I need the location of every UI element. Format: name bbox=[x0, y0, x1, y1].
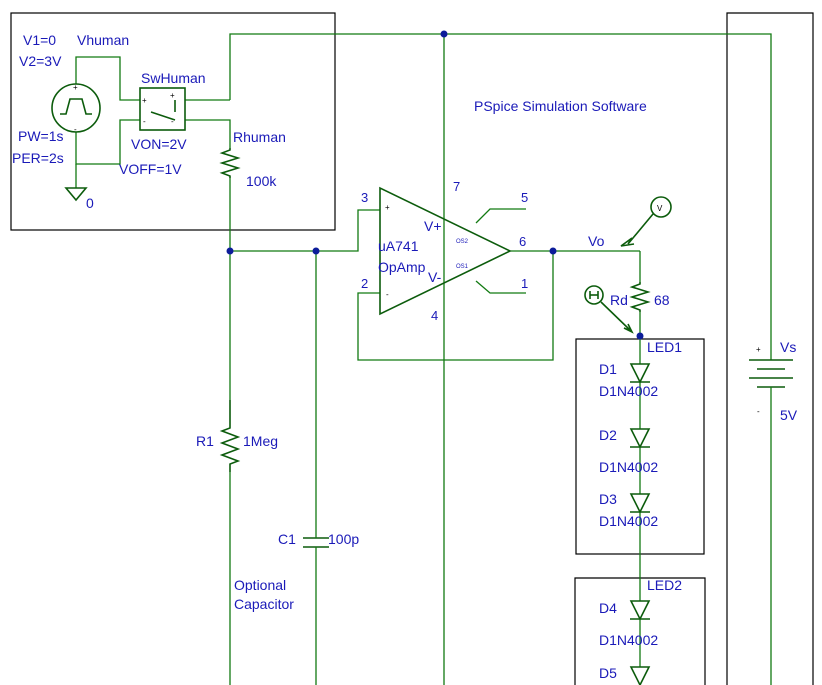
capacitor-c1-symbol[interactable] bbox=[303, 532, 329, 552]
optional-note-line1: Optional bbox=[234, 577, 286, 593]
d1-ref-label: D1 bbox=[599, 361, 617, 377]
pin-7-label: 7 bbox=[453, 179, 460, 194]
switch-plus-in: + bbox=[142, 96, 147, 105]
diode-d4-symbol[interactable] bbox=[629, 600, 651, 621]
vo-net-label: Vo bbox=[588, 233, 605, 249]
opamp-vplus-label: V+ bbox=[424, 218, 442, 234]
ground-icon bbox=[64, 187, 88, 202]
source-v1-label: V1=0 bbox=[23, 32, 56, 48]
source-name-label: Vhuman bbox=[77, 32, 129, 48]
diode-d1-symbol[interactable] bbox=[629, 363, 651, 384]
d4-model-label: D1N4002 bbox=[599, 632, 658, 648]
resistor-rd-symbol[interactable] bbox=[629, 282, 651, 312]
d3-ref-label: D3 bbox=[599, 491, 617, 507]
d3-model-label: D1N4002 bbox=[599, 513, 658, 529]
vs-plus-label: + bbox=[756, 345, 761, 354]
led2-label: LED2 bbox=[647, 577, 682, 593]
diode-d5-symbol[interactable] bbox=[629, 666, 651, 685]
c1-value-label: 100p bbox=[328, 531, 359, 547]
junction-top-rail bbox=[440, 30, 448, 38]
r1-value-label: 1Meg bbox=[243, 433, 278, 449]
d4-ref-label: D4 bbox=[599, 600, 617, 616]
switch-minus-out: - bbox=[171, 117, 174, 126]
rd-name-label: Rd bbox=[610, 292, 628, 308]
voltage-probe-icon[interactable] bbox=[620, 196, 672, 247]
switch-minus-in: - bbox=[143, 117, 146, 126]
resistor-r1-symbol[interactable] bbox=[219, 400, 241, 472]
opamp-in-plus: + bbox=[385, 203, 390, 212]
pulse-source-symbol[interactable]: + - bbox=[51, 83, 101, 134]
d1-model-label: D1N4002 bbox=[599, 383, 658, 399]
rd-value-label: 68 bbox=[654, 292, 670, 308]
current-probe-icon[interactable] bbox=[584, 285, 634, 334]
vs-value-label: 5V bbox=[780, 407, 798, 423]
human-block-frame bbox=[10, 12, 336, 231]
switch-plus-out: + bbox=[170, 91, 175, 100]
opamp-symbol[interactable] bbox=[379, 186, 512, 316]
opamp-os2-label: OS2 bbox=[456, 239, 469, 245]
switch-von-label: VON=2V bbox=[131, 136, 187, 152]
opamp-vminus-label: V- bbox=[428, 269, 442, 285]
pin-5-label: 5 bbox=[521, 190, 528, 205]
voltage-probe-label: V bbox=[657, 204, 663, 213]
r1-name-label: R1 bbox=[196, 433, 214, 449]
diode-d3-symbol[interactable] bbox=[629, 493, 651, 514]
pin-2-label: 2 bbox=[361, 276, 368, 291]
optional-note-line2: Capacitor bbox=[234, 596, 294, 612]
opamp-type-label: OpAmp bbox=[378, 259, 426, 275]
junction-c1-node bbox=[312, 247, 320, 255]
voltage-switch-symbol[interactable] bbox=[139, 87, 186, 131]
pin-6-label: 6 bbox=[519, 234, 526, 249]
rhuman-value-label: 100k bbox=[246, 173, 277, 189]
source-pw-label: PW=1s bbox=[18, 128, 64, 144]
dc-source-vs-symbol[interactable] bbox=[749, 359, 793, 392]
svg-text:+: + bbox=[73, 83, 78, 92]
junction-input-node bbox=[226, 247, 234, 255]
opamp-in-minus: - bbox=[386, 290, 389, 299]
c1-name-label: C1 bbox=[278, 531, 296, 547]
d2-model-label: D1N4002 bbox=[599, 459, 658, 475]
wires bbox=[75, 33, 772, 685]
vs-name-label: Vs bbox=[780, 339, 796, 355]
ground-node-label: 0 bbox=[86, 195, 94, 211]
pin-4-label: 4 bbox=[431, 308, 438, 323]
diode-d2-symbol[interactable] bbox=[629, 428, 651, 449]
d5-ref-label: D5 bbox=[599, 665, 617, 681]
opamp-name-label: uA741 bbox=[378, 238, 419, 254]
source-v2-label: V2=3V bbox=[19, 53, 62, 69]
diagram-title: PSpice Simulation Software bbox=[474, 98, 647, 114]
led1-label: LED1 bbox=[647, 339, 682, 355]
d2-ref-label: D2 bbox=[599, 427, 617, 443]
svg-text:-: - bbox=[74, 125, 77, 134]
supply-block-frame bbox=[726, 12, 814, 685]
switch-name-label: SwHuman bbox=[141, 70, 206, 86]
junction-led-node bbox=[636, 332, 644, 340]
rhuman-name-label: Rhuman bbox=[233, 129, 286, 145]
opamp-os1-label: OS1 bbox=[456, 264, 469, 270]
resistor-rhuman-symbol[interactable] bbox=[219, 148, 241, 178]
pin-1-label: 1 bbox=[521, 276, 528, 291]
pin-3-label: 3 bbox=[361, 190, 368, 205]
junction-output-node bbox=[549, 247, 557, 255]
source-per-label: PER=2s bbox=[12, 150, 64, 166]
switch-voff-label: VOFF=1V bbox=[119, 161, 182, 177]
vs-minus-label: - bbox=[757, 407, 760, 416]
